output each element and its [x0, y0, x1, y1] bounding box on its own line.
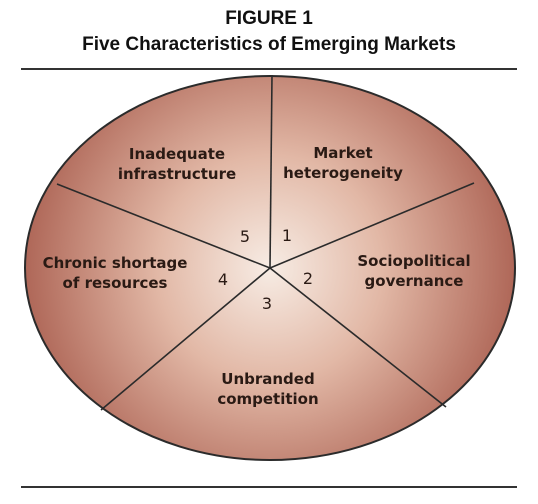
- segment-5: Inadequate infrastructure 5: [118, 145, 250, 246]
- figure-title: Five Characteristics of Emerging Markets: [82, 34, 456, 55]
- divider-line-3: [269, 267, 447, 408]
- divider-line-1: [269, 74, 273, 269]
- segment-2-label-line-1: Sociopolitical: [357, 252, 470, 270]
- segment-1-label-line-1: Market: [313, 144, 372, 162]
- segment-3: Unbranded competition 3: [217, 294, 318, 408]
- divider-line-4: [100, 267, 271, 411]
- divider-line-2: [269, 182, 475, 269]
- bottom-rule: [21, 486, 517, 488]
- segment-4-label-line-2: of resources: [63, 274, 168, 292]
- segment-1-label-line-2: heterogeneity: [283, 164, 403, 182]
- segment-2: Sociopolitical governance 2: [303, 252, 471, 290]
- segment-2-label-line-2: governance: [365, 272, 464, 290]
- top-rule: [21, 68, 517, 70]
- segment-4: Chronic shortage of resources 4: [43, 254, 229, 292]
- segment-5-label-line-2: infrastructure: [118, 165, 236, 183]
- segment-3-label-line-2: competition: [217, 390, 318, 408]
- segment-1: Market heterogeneity 1: [282, 144, 403, 245]
- segment-3-number: 3: [262, 294, 272, 313]
- segment-1-number: 1: [282, 226, 292, 245]
- segment-5-number: 5: [240, 227, 250, 246]
- segment-4-number: 4: [218, 270, 228, 289]
- segment-2-number: 2: [303, 269, 313, 288]
- segment-dividers: [56, 74, 475, 411]
- segment-3-label-line-1: Unbranded: [221, 370, 314, 388]
- divider-line-5: [56, 183, 271, 269]
- figure-label: FIGURE 1: [225, 8, 313, 29]
- segment-4-label-line-1: Chronic shortage: [43, 254, 188, 272]
- segment-5-label-line-1: Inadequate: [129, 145, 225, 163]
